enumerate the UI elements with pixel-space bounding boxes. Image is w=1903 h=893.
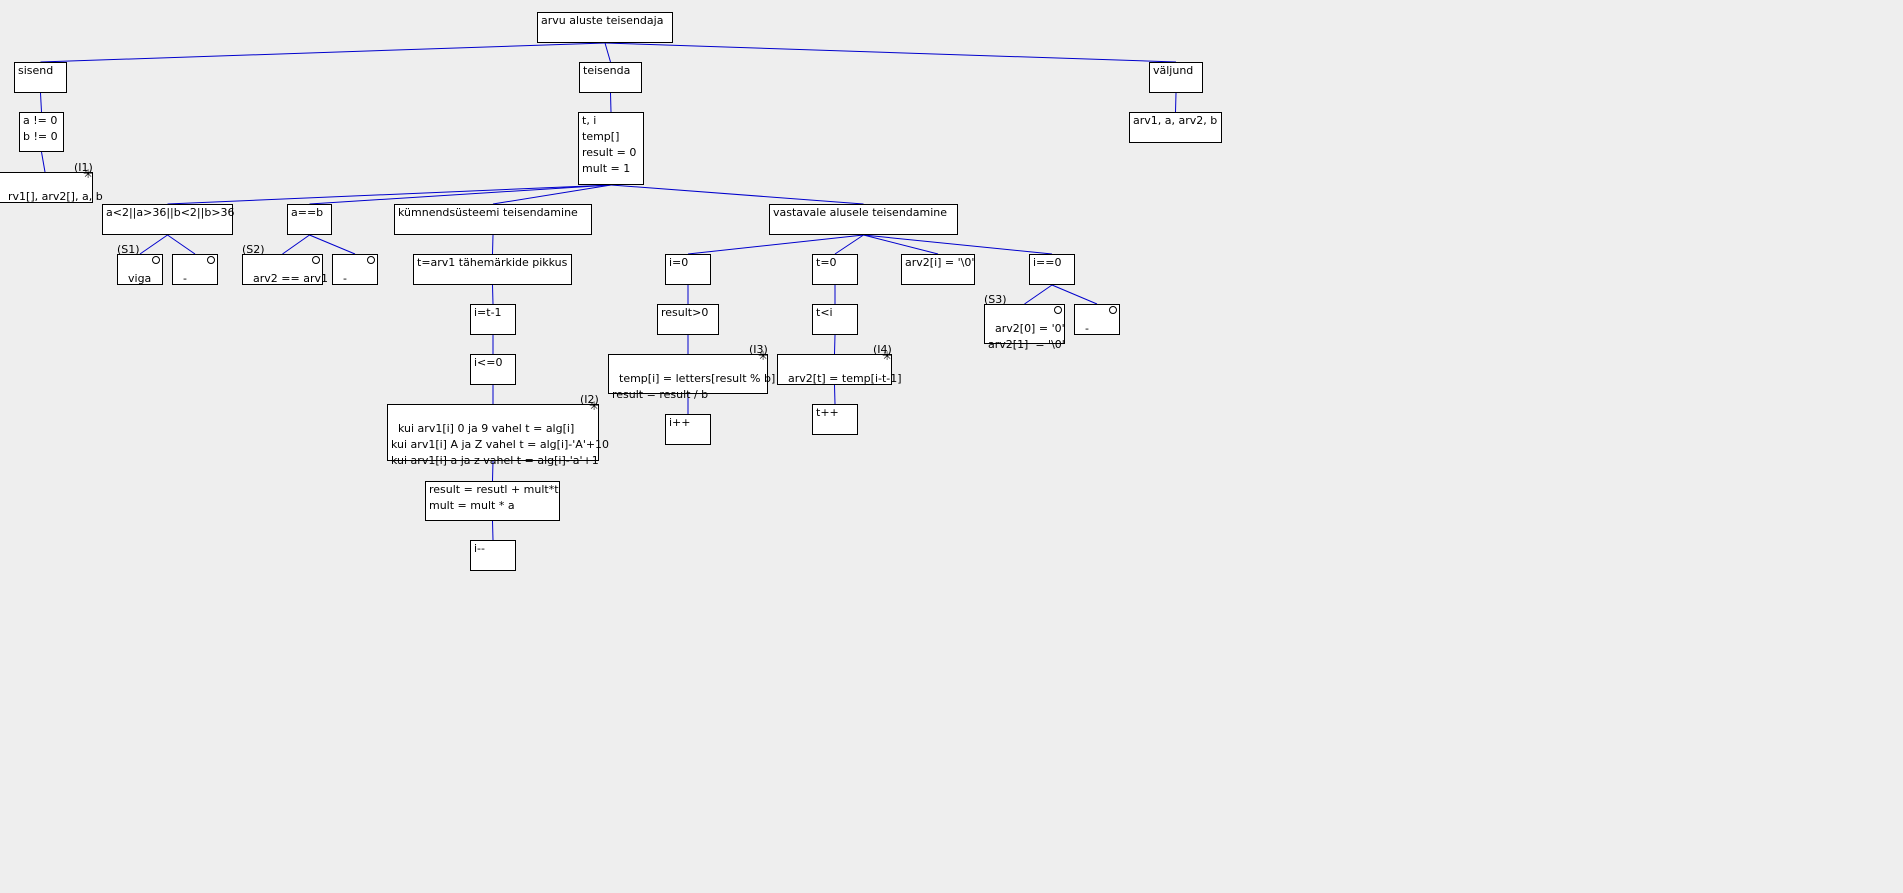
node-dash1-text: - [183, 272, 187, 285]
node-arv2-zero-text: arv2[0] = '0' arv2[1] = '\0' [988, 322, 1065, 351]
edge-vastavale-i0 [687, 234, 864, 255]
node-t-lt-i[interactable]: t<i [812, 304, 858, 335]
edge-check_range-dash1 [167, 234, 196, 255]
node-dash1[interactable]: - [172, 254, 218, 285]
edge-vastavale-arv2_i [863, 234, 939, 255]
node-t-inc[interactable]: t++ [812, 404, 858, 435]
edge-check_eq-dash2 [309, 234, 356, 255]
node-dash3-text: - [1085, 322, 1089, 335]
node-i-init[interactable]: i=t-1 [470, 304, 516, 335]
node-arv2-t[interactable]: arv2[t] = temp[i-t-1] ✳ [777, 350, 902, 385]
label-S1: (S1) [117, 243, 140, 256]
edge-result_calc-i_dec [492, 520, 494, 541]
iteration-star-icon: ✳ [881, 349, 892, 363]
edge-teisenda_vars-kumnend [492, 184, 612, 205]
node-i-cond[interactable]: i<=0 [470, 354, 516, 385]
node-root[interactable]: arvu aluste teisendaja [537, 12, 673, 43]
node-temp-calc-text: temp[i] = letters[result % b] result = r… [612, 372, 776, 401]
node-sisend-read-text: rv1[], arv2[], a, b [8, 190, 103, 203]
edge-kui_block-result_calc [492, 460, 494, 482]
edge-t_len-i_init [492, 284, 494, 305]
label-I1: (I1) [74, 161, 93, 174]
node-viga-text: viga [128, 272, 152, 285]
node-t-len[interactable]: t=arv1 tähemärkide pikkus [413, 254, 572, 285]
edge-teisenda_vars-vastavale [610, 184, 864, 205]
selection-circle-icon [312, 256, 320, 264]
edge-arv2_t-t_inc [834, 384, 836, 405]
label-I4: (I4) [873, 343, 892, 356]
node-i-inc[interactable]: i++ [665, 414, 711, 445]
node-check-eq[interactable]: a==b [287, 204, 332, 235]
node-viga[interactable]: viga [117, 254, 163, 285]
node-arv2-i[interactable]: arv2[i] = '\0' [901, 254, 975, 285]
node-arv2-t-text: arv2[t] = temp[i-t-1] [788, 372, 902, 385]
node-valjund-out[interactable]: arv1, a, arv2, b [1129, 112, 1222, 143]
edge-valjund-valjund_out [1175, 92, 1177, 113]
label-I3: (I3) [749, 343, 768, 356]
edge-sisend_cond-sisend_read [41, 151, 46, 173]
node-arv2-zero[interactable]: arv2[0] = '0' arv2[1] = '\0' [984, 304, 1065, 351]
selection-circle-icon [1054, 306, 1062, 314]
edge-teisenda-teisenda_vars [610, 92, 612, 113]
label-I2: (I2) [580, 393, 599, 406]
selection-circle-icon [152, 256, 160, 264]
node-sisend-read[interactable]: rv1[], arv2[], a, b ✳ [0, 168, 103, 203]
node-dash2-text: - [343, 272, 347, 285]
edge-sisend-sisend_cond [40, 92, 42, 113]
edge-kumnend-t_len [492, 234, 494, 255]
edge-root-valjund [604, 42, 1177, 63]
node-result-gt0[interactable]: result>0 [657, 304, 719, 335]
node-dash2[interactable]: - [332, 254, 378, 285]
edge-root-teisenda [604, 42, 611, 63]
node-dash3[interactable]: - [1074, 304, 1120, 335]
node-kumnend[interactable]: kümnendsüsteemi teisendamine [394, 204, 592, 235]
edge-i_eq0-dash3 [1051, 284, 1098, 305]
node-sisend-cond[interactable]: a != 0 b != 0 [19, 112, 64, 152]
node-result-calc[interactable]: result = resutl + mult*t mult = mult * a [425, 481, 560, 521]
node-t0[interactable]: t=0 [812, 254, 858, 285]
edge-teisenda_vars-check_eq [309, 184, 612, 205]
node-i-eq0[interactable]: i==0 [1029, 254, 1075, 285]
edge-check_range-viga [139, 234, 168, 255]
node-check-range[interactable]: a<2||a>36||b<2||b>36 [102, 204, 235, 235]
node-vastavale[interactable]: vastavale alusele teisendamine [769, 204, 958, 235]
edge-vastavale-t0 [834, 234, 864, 255]
node-i-dec[interactable]: i-- [470, 540, 516, 571]
selection-circle-icon [1109, 306, 1117, 314]
node-kui-block[interactable]: kui arv1[i] 0 ja 9 vahel t = alg[i] kui … [387, 400, 609, 467]
node-teisenda-vars[interactable]: t, i temp[] result = 0 mult = 1 [578, 112, 644, 185]
edge-t_lt_i-arv2_t [834, 334, 836, 355]
node-i0[interactable]: i=0 [665, 254, 711, 285]
edge-root-sisend [40, 42, 606, 63]
selection-circle-icon [367, 256, 375, 264]
node-sisend[interactable]: sisend [14, 62, 67, 93]
selection-circle-icon [207, 256, 215, 264]
iteration-star-icon: ✳ [757, 349, 768, 363]
iteration-star-icon: ✳ [588, 399, 599, 413]
node-valjund[interactable]: väljund [1149, 62, 1203, 93]
node-arv2-eq-arv1-text: arv2 == arv1 [253, 272, 328, 285]
edge-i_eq0-arv2_zero [1024, 284, 1053, 305]
label-S3: (S3) [984, 293, 1007, 306]
node-arv2-eq-arv1[interactable]: arv2 == arv1 [242, 254, 328, 285]
iteration-star-icon: ✳ [82, 167, 93, 181]
edge-teisenda_vars-check_range [167, 184, 612, 205]
edge-vastavale-i_eq0 [863, 234, 1053, 255]
label-S2: (S2) [242, 243, 265, 256]
node-teisenda[interactable]: teisenda [579, 62, 642, 93]
node-kui-block-text: kui arv1[i] 0 ja 9 vahel t = alg[i] kui … [391, 422, 610, 467]
node-temp-calc[interactable]: temp[i] = letters[result % b] result = r… [608, 350, 775, 401]
edge-check_eq-arv2_eq_arv1 [282, 234, 310, 255]
